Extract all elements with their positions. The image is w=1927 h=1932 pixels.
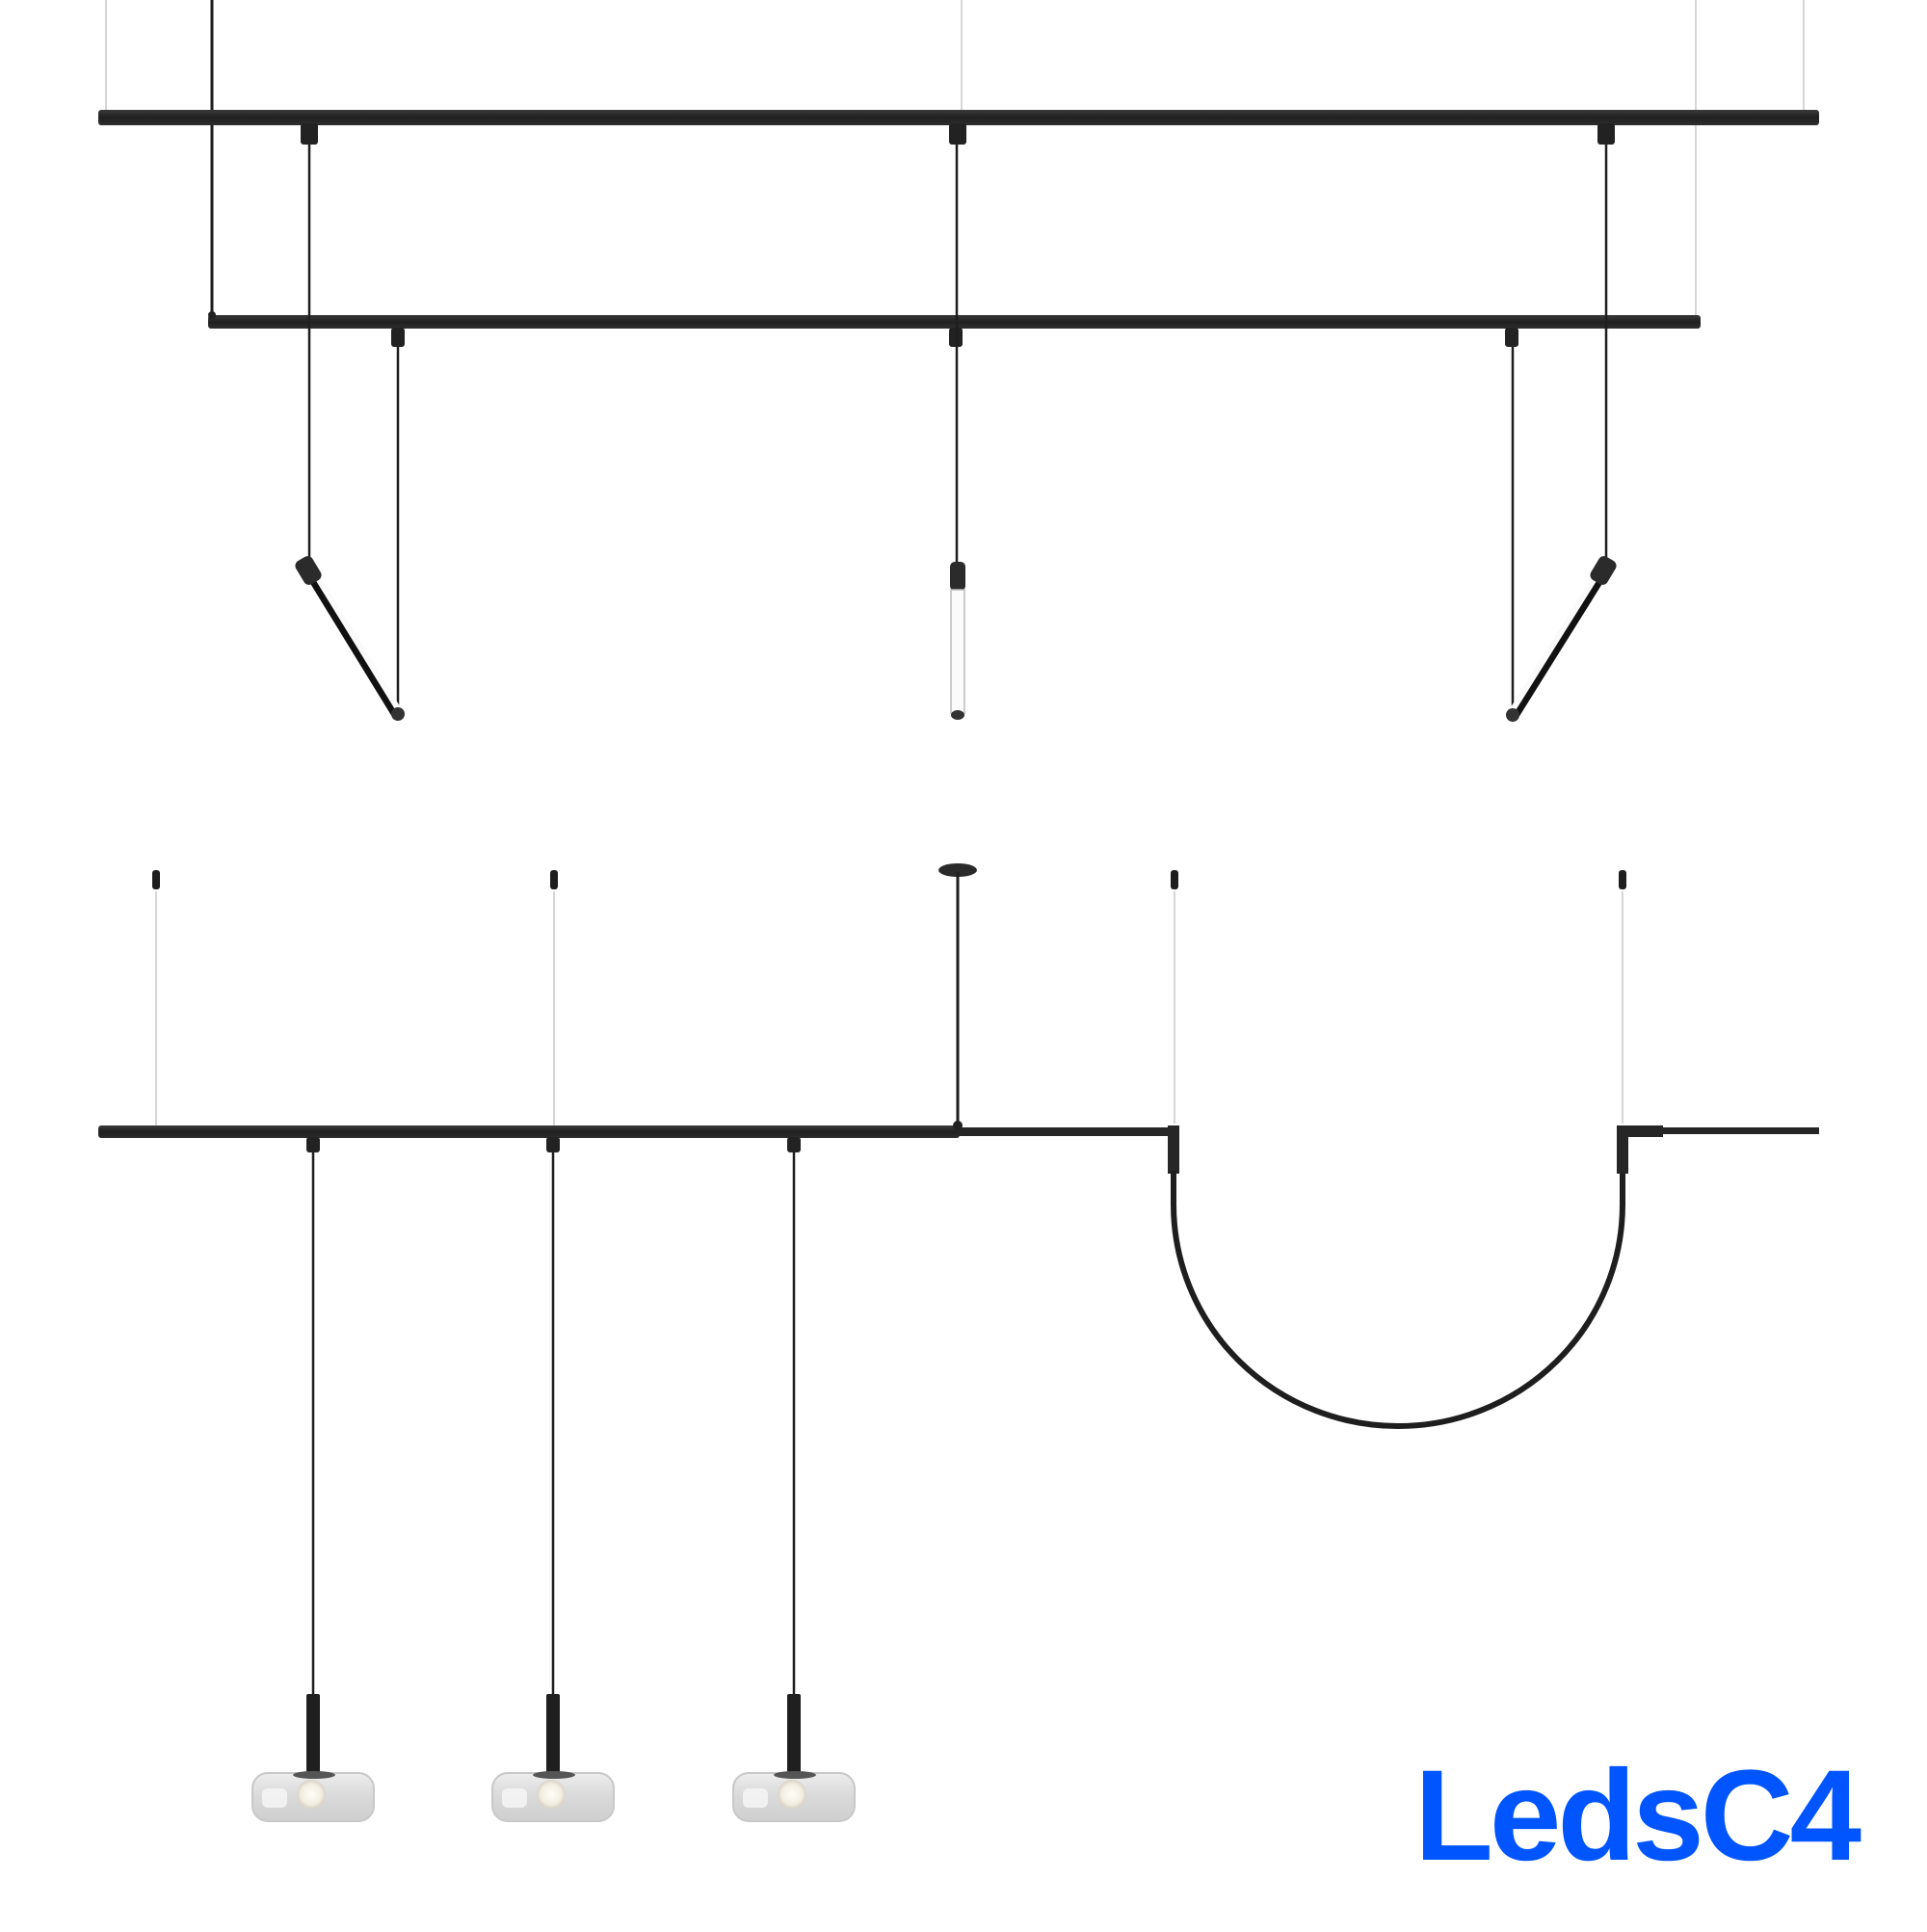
ceiling-anchor bbox=[1171, 870, 1178, 889]
ceiling-canopy bbox=[938, 863, 977, 877]
lower-track-system bbox=[98, 863, 1819, 1822]
rail-connector bbox=[546, 1137, 560, 1152]
ceiling-anchor bbox=[1619, 870, 1626, 889]
curved-rail bbox=[1171, 1171, 1625, 1429]
lower-rail bbox=[208, 315, 1701, 329]
rail-connector bbox=[1505, 328, 1518, 347]
tube-pendant-left bbox=[295, 145, 405, 721]
tube-pendant-right bbox=[1506, 145, 1617, 722]
glass-pendant-3 bbox=[732, 1152, 856, 1822]
rail-connector bbox=[787, 1137, 801, 1152]
rail-connector bbox=[391, 328, 405, 347]
rail-connector bbox=[949, 123, 966, 145]
tube-pendant-center bbox=[950, 145, 965, 720]
lower-rail-left bbox=[98, 1125, 960, 1138]
ceiling-anchor bbox=[152, 870, 160, 889]
ceiling-anchor bbox=[550, 870, 558, 889]
glass-pendant-2 bbox=[491, 1152, 615, 1822]
corner-joint-left bbox=[1168, 1125, 1179, 1174]
brand-logo: LedsC4 bbox=[1414, 1744, 1861, 1888]
glass-pendant-1 bbox=[251, 1152, 375, 1822]
rail-connector bbox=[306, 1137, 320, 1152]
lower-rail-right bbox=[1628, 1127, 1819, 1134]
top-rail bbox=[98, 110, 1819, 125]
rail-anchor bbox=[208, 311, 216, 319]
rod-joint bbox=[953, 1121, 963, 1130]
rail-connector bbox=[1597, 123, 1615, 145]
upper-track-system bbox=[98, 0, 1819, 722]
rail-connector bbox=[301, 123, 318, 145]
corner-joint-right bbox=[1617, 1125, 1628, 1174]
lower-rail-mid bbox=[958, 1127, 1172, 1136]
